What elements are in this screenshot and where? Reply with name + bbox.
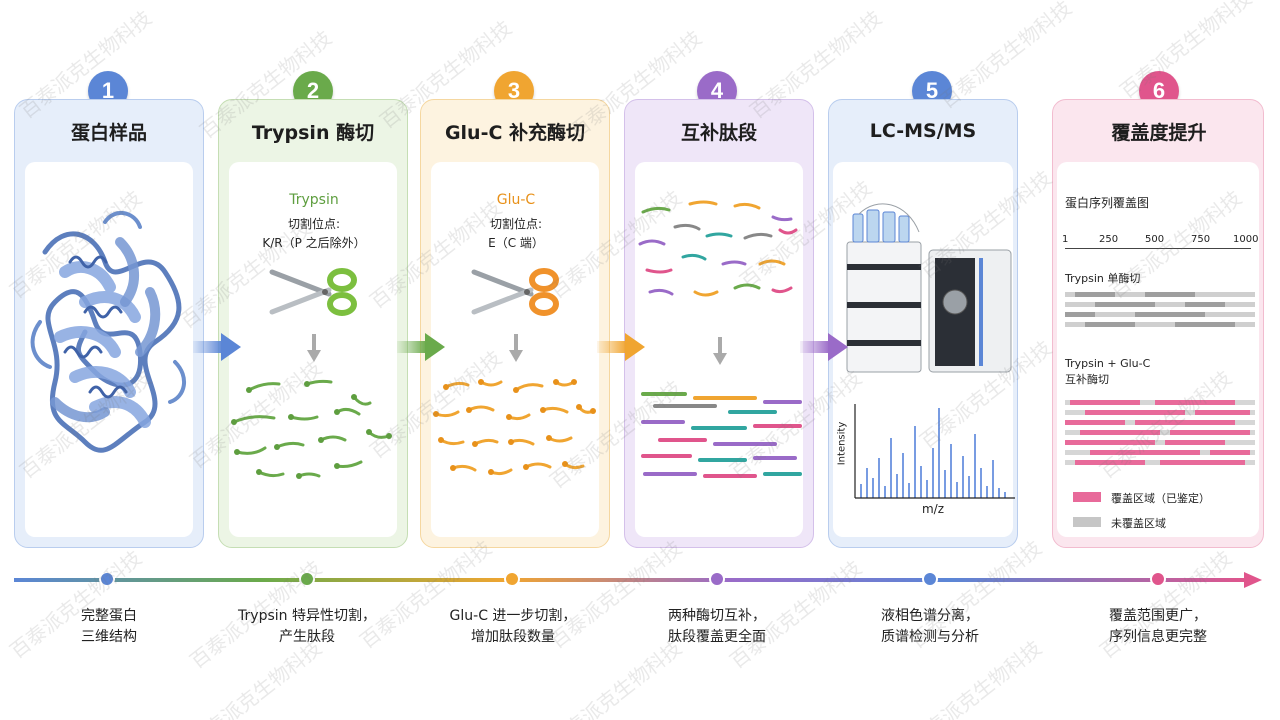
legend-uncovered-swatch [1073,517,1101,527]
trypsin-coverage-label: Trypsin 单酶切 [1065,272,1141,285]
tick-500: 500 [1145,234,1165,245]
step-2-title: Trypsin 酶切 [251,121,375,144]
lc-ms-instrument-icon [846,203,1012,373]
step-2-card: Trypsin 酶切 Trypsin 切割位点: K/R（P 之后除外） [218,99,408,548]
combo-coverage-bars [1065,400,1255,465]
step-5-title: LC-MS/MS [869,120,977,142]
step-6-caption: 覆盖范围更广， 序列信息更完整 [1063,606,1253,648]
timeline-dot-2 [299,571,315,587]
aligned-peptides [641,392,802,478]
gluc-panel: Glu-C 切割位点: E（C 端） [431,162,599,537]
step-3-card: Glu-C 补充酶切 Glu-C 切割位点: E（C 端） [420,99,610,548]
caption-line: 两种酶切互补， [668,608,766,624]
watermark-text: 百泰派克生物科技 [545,636,686,720]
step-3-caption: Glu-C 进一步切割， 增加肽段数量 [418,606,608,648]
mixed-peptides-top [638,200,798,297]
timeline-dot-1 [99,571,115,587]
gluc-peptides [433,379,596,476]
caption-line: 肽段覆盖更全面 [668,629,766,645]
step-6-card: 覆盖度提升 蛋白序列覆盖图 1 250 500 750 1000 Trypsin… [1052,99,1264,548]
gluc-site: E（C 端） [488,236,544,250]
watermark-text: 百泰派克生物科技 [935,0,1076,113]
protein-panel [25,162,193,537]
protein-structure-icon [30,211,186,453]
arrow-right-icon [597,333,645,361]
scissors-orange-icon [471,268,559,316]
legend-covered-swatch [1073,492,1101,502]
combo-label-line-2: 互补酶切 [1065,373,1109,386]
ms-spectrum [854,404,1015,499]
step-2-caption: Trypsin 特异性切割， 产生肽段 [212,606,402,648]
step-4-card: 互补肽段 [624,99,814,548]
legend-covered-label: 覆盖区域（已鉴定） [1111,492,1210,505]
tick-1000: 1000 [1233,234,1259,245]
down-arrow-icon [713,337,727,365]
ms-y-axis-label: Intensity [836,421,848,466]
combo-label-line-1: Trypsin + Glu-C [1065,357,1151,370]
timeline-dot-6 [1150,571,1166,587]
caption-line: 三维结构 [81,629,137,645]
watermark-text: 百泰派克生物科技 [905,636,1046,720]
step-6-title: 覆盖度提升 [1111,121,1207,144]
coverage-panel: 蛋白序列覆盖图 1 250 500 750 1000 Trypsin 单酶切 T… [1057,162,1259,537]
step-3-title: Glu-C 补充酶切 [444,121,586,144]
arrow-right-icon [800,333,848,361]
down-arrow-icon [307,334,321,362]
caption-line: Trypsin 特异性切割， [238,608,376,624]
coverage-map-title: 蛋白序列覆盖图 [1065,196,1150,210]
trypsin-enzyme-name: Trypsin [289,192,339,208]
tick-250: 250 [1099,234,1119,245]
watermark-text: 百泰派克生物科技 [1115,0,1256,103]
step-4-caption: 两种酶切互补， 肽段覆盖更全面 [622,606,812,648]
caption-line: 完整蛋白 [81,608,137,624]
down-arrow-icon [509,334,523,362]
trypsin-peptides [231,379,392,479]
caption-line: 产生肽段 [279,629,335,645]
gluc-enzyme-name: Glu-C [496,192,536,208]
timeline [14,572,1262,588]
timeline-dot-5 [922,571,938,587]
step-1-card: 蛋白样品 [14,99,204,548]
trypsin-panel: Trypsin 切割位点: K/R（P 之后除外） [229,162,397,537]
caption-line: 序列信息更完整 [1109,629,1207,645]
lcms-panel: Intensity m/z [833,162,1015,537]
caption-line: 质谱检测与分析 [881,629,979,645]
tick-750: 750 [1191,234,1211,245]
timeline-dot-4 [709,571,725,587]
scissors-green-icon [269,268,357,316]
trypsin-site-label: 切割位点: [287,217,341,231]
trypsin-coverage-bars [1065,292,1255,327]
step-5-card: LC-MS/MS Intensity m/z [828,99,1018,548]
timeline-dot-3 [504,571,520,587]
step-5-caption: 液相色谱分离， 质谱检测与分析 [835,606,1025,648]
gluc-site-label: 切割位点: [489,217,543,231]
caption-line: 增加肽段数量 [471,629,555,645]
step-1-caption: 完整蛋白三维结构 [14,606,204,648]
caption-line: Glu-C 进一步切割， [449,608,577,624]
arrow-right-icon [397,333,445,361]
step-1-title: 蛋白样品 [70,121,147,144]
caption-line: 液相色谱分离， [881,608,979,624]
ms-x-axis-label: m/z [921,502,945,516]
trypsin-site: K/R（P 之后除外） [262,236,366,250]
complementary-panel [635,162,803,537]
tick-1: 1 [1062,234,1069,245]
step-4-title: 互补肽段 [680,121,757,144]
watermark-text: 百泰派克生物科技 [185,636,326,720]
arrow-right-icon [193,333,241,361]
caption-line: 覆盖范围更广， [1109,608,1207,624]
combo-coverage-label: Trypsin + Glu-C 互补酶切 [1065,356,1150,388]
legend-uncovered-label: 未覆盖区域 [1111,517,1166,530]
sequence-axis [1065,248,1251,249]
